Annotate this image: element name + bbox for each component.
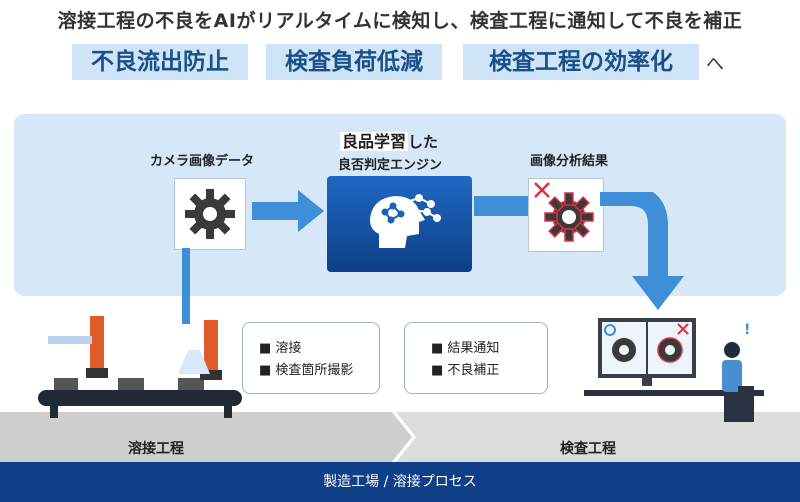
arrow-to-engine [252, 190, 324, 232]
camera-connector [182, 248, 190, 324]
camera-image-box [174, 178, 246, 250]
keyword-defect-prevention: 不良流出防止 [72, 44, 248, 80]
factory-footer: 製造工場 / 溶接プロセス [0, 462, 800, 502]
inspection-workstation: ! [584, 318, 764, 422]
arrow-to-inspection [600, 192, 684, 310]
inspection-card-item: ■ 不良補正 [431, 363, 500, 378]
headline: 溶接工程の不良をAIがリアルタイムに検知し、検査工程に通知して不良を補正 [57, 10, 743, 32]
engine-label-line2: 良否判定エンジン [338, 158, 443, 173]
gear-icon [544, 192, 594, 242]
svg-text:!: ! [744, 322, 750, 338]
welding-line-illustration [38, 316, 242, 418]
keyword-inspection-reduction: 検査負荷低減 [266, 44, 442, 80]
error-x-icon [534, 182, 550, 198]
arrow-to-result [474, 196, 528, 216]
worker-icon: ! [722, 322, 754, 422]
engine-label-highlight: 良品学習 [340, 132, 409, 151]
ai-brain-icon [370, 194, 441, 248]
process-chevrons [0, 412, 416, 462]
keyword-suffix: へ [706, 54, 724, 75]
robot-arm-icon [178, 320, 222, 380]
inspection-card-item: ■ 結果通知 [431, 341, 500, 356]
inspection-card: ■ 結果通知 ■ 不良補正 [404, 322, 548, 394]
welding-card-item: ■ 検査箇所撮影 [259, 363, 354, 378]
robot-arm-icon [48, 316, 108, 378]
camera-data-label: カメラ画像データ [150, 154, 255, 169]
desk [584, 390, 764, 396]
stage-inspection: 検査工程 [560, 441, 616, 457]
engine-label-line1: 良品学習した [340, 128, 438, 152]
judgment-engine [327, 176, 472, 272]
analysis-result-box [528, 178, 604, 252]
stage-welding: 溶接工程 [128, 441, 184, 457]
welding-card: ■ 溶接 ■ 検査箇所撮影 [242, 322, 380, 394]
gear-icon [185, 189, 235, 239]
welding-card-item: ■ 溶接 [259, 341, 302, 356]
keyword-efficiency: 検査工程の効率化 [463, 44, 699, 80]
conveyor-belt [38, 390, 242, 406]
analysis-result-label: 画像分析結果 [530, 154, 609, 169]
monitor-icon [598, 318, 696, 386]
engine-label-suffix: した [408, 133, 439, 151]
